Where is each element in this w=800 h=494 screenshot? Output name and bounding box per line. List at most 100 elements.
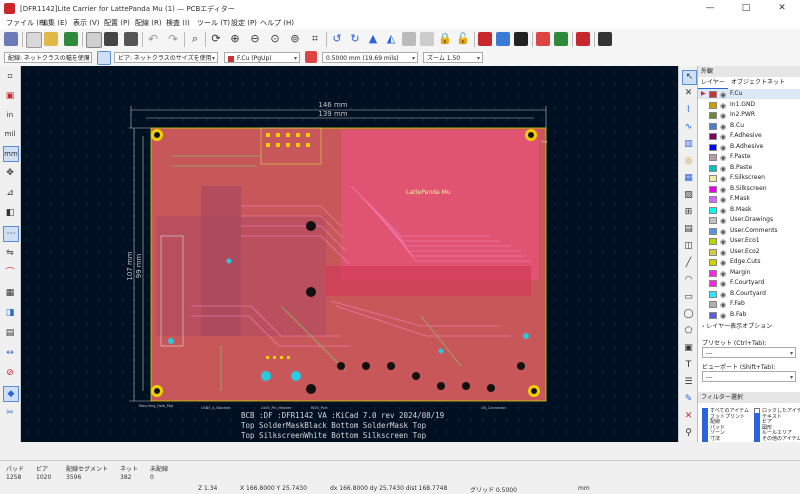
eye-icon[interactable]: ◉ (720, 112, 727, 120)
grid-toggle-icon[interactable]: ⌗ (7, 72, 13, 82)
eye-icon[interactable]: ◉ (720, 91, 727, 99)
rotate-ccw-icon[interactable]: ↺ (332, 32, 342, 45)
mirror-icon[interactable]: ◭ (386, 32, 396, 45)
layer-row[interactable]: ◉B.Silkscreen (698, 184, 800, 194)
ungroup-icon[interactable] (420, 32, 434, 46)
add-table-icon[interactable]: ☰ (684, 377, 693, 387)
scripting-console-icon[interactable] (598, 32, 612, 46)
footprint-editor-icon[interactable] (496, 32, 510, 46)
layer-row[interactable]: ◉User.Comments (698, 226, 800, 236)
checkbox[interactable] (754, 424, 760, 431)
filter-checkbox-row[interactable]: 配線 (702, 418, 720, 425)
layer-row[interactable]: ◉User.Eco2 (698, 247, 800, 257)
menu-place[interactable]: 配置 (P) (104, 19, 130, 27)
layer-row[interactable]: ▶◉F.Cu (698, 89, 800, 100)
new-board-icon[interactable] (26, 32, 42, 48)
lock-icon[interactable]: 🔒 (438, 32, 452, 45)
filter-checkbox-row[interactable]: テキスト (754, 413, 782, 420)
checkbox[interactable] (702, 424, 708, 431)
layer-color-swatch[interactable] (709, 206, 717, 214)
draw-arc-icon[interactable]: ◠ (684, 275, 693, 285)
plot-icon[interactable] (124, 32, 138, 46)
draw-circle-icon[interactable]: ◯ (683, 309, 694, 319)
eye-icon[interactable]: ◉ (720, 185, 727, 194)
eye-icon[interactable]: ◉ (720, 280, 727, 288)
eye-icon[interactable]: ◉ (720, 154, 727, 162)
eye-icon[interactable]: ◉ (720, 248, 727, 257)
footprint-browser-icon[interactable] (514, 32, 528, 46)
print-icon[interactable] (104, 32, 118, 46)
add-via-icon[interactable]: ◎ (684, 156, 693, 166)
refresh-icon[interactable]: ⟳ (211, 32, 221, 45)
appearance-panel-icon[interactable]: ↔ (6, 348, 14, 358)
filter-checkbox-row[interactable]: 寸法 (702, 435, 720, 442)
layer-row[interactable]: ◉F.Silkscreen (698, 173, 800, 183)
via-size-select[interactable]: ビア: ネットクラスのサイズを使用▾ (114, 52, 218, 63)
select-icon[interactable]: ↖ (682, 70, 697, 85)
save-icon[interactable] (64, 32, 78, 46)
filter-checkbox-row[interactable]: ビア (754, 418, 772, 425)
schematic-editor-icon[interactable] (576, 32, 590, 46)
minimize-button[interactable]: — (705, 3, 715, 13)
menu-inspect[interactable]: 検査 (I) (166, 19, 190, 27)
layer-color-swatch[interactable] (709, 227, 717, 235)
filter-checkbox-row[interactable]: パッド (702, 424, 725, 431)
undo-icon[interactable]: ↶ (147, 32, 159, 46)
add-graphic-icon[interactable]: ▤ (684, 224, 693, 234)
layer-row[interactable]: ◉User.Eco1 (698, 236, 800, 246)
checkbox[interactable] (754, 429, 760, 436)
auto-track-width-icon[interactable] (97, 51, 111, 65)
filter-checkbox-row[interactable]: フットプリント (702, 413, 745, 420)
layer-color-swatch[interactable] (709, 91, 717, 98)
net-highlight-icon[interactable]: ⇋ (6, 248, 14, 258)
checkbox[interactable] (754, 418, 760, 425)
track-outline-icon[interactable]: ⌒ (5, 268, 15, 278)
checkbox[interactable] (702, 413, 708, 420)
drc-marker-icon[interactable]: ▣ (5, 91, 15, 101)
eye-icon[interactable]: ◉ (720, 164, 727, 173)
cursor-crosshair-icon[interactable]: ✥ (6, 168, 14, 178)
layer-pair-icon[interactable] (305, 51, 317, 63)
draw-polygon-icon[interactable]: ⬠ (684, 326, 693, 336)
unlock-icon[interactable]: 🔓 (456, 32, 470, 45)
eye-icon[interactable]: ◉ (720, 217, 727, 225)
tab-objects[interactable]: オブジェクト (731, 79, 768, 86)
eye-icon[interactable]: ◉ (720, 301, 727, 309)
flip-icon[interactable]: ▲ (368, 32, 378, 45)
layer-color-swatch[interactable] (709, 196, 717, 203)
menu-settings[interactable]: 設定 (P) (231, 19, 257, 27)
route-diff-pair-icon[interactable]: ∿ (684, 122, 693, 132)
layer-color-swatch[interactable] (709, 301, 717, 308)
layer-mode-icon[interactable]: ◆ (3, 386, 19, 402)
eye-icon[interactable]: ◉ (720, 227, 727, 236)
layer-color-swatch[interactable] (709, 217, 717, 224)
draw-rectangle-icon[interactable]: ▭ (684, 292, 693, 302)
page-settings-icon[interactable] (86, 32, 102, 48)
menu-tools[interactable]: ツール (T) (197, 19, 230, 27)
layer-color-swatch[interactable] (709, 280, 717, 287)
layer-color-swatch[interactable] (709, 311, 717, 319)
layer-color-swatch[interactable] (709, 238, 717, 245)
checkbox[interactable] (702, 407, 708, 414)
layer-row[interactable]: ◉Edge.Cuts (698, 257, 800, 267)
units-inch-icon[interactable]: in (6, 111, 14, 119)
eye-icon[interactable]: ◉ (720, 311, 727, 320)
checkbox[interactable] (754, 413, 760, 420)
track-width-select[interactable]: 配線: ネットクラスの幅を使用▾ (4, 52, 92, 63)
maximize-button[interactable]: □ (741, 3, 751, 13)
layer-color-swatch[interactable] (709, 259, 717, 266)
local-ratsnest-icon[interactable]: ✕ (684, 88, 693, 98)
layer-row[interactable]: ◉In1.GND (698, 100, 800, 110)
layer-row[interactable]: ◉B.Mask (698, 205, 800, 215)
eye-icon[interactable]: ◉ (720, 196, 727, 204)
open-folder-icon[interactable] (44, 32, 58, 46)
filter-checkbox-row[interactable]: すべてのアイテム (702, 407, 749, 414)
layer-row[interactable]: ◉F.Fab (698, 299, 800, 309)
menu-route[interactable]: 配線 (R) (135, 19, 162, 27)
layer-color-swatch[interactable] (709, 175, 717, 182)
zoom-objects-icon[interactable]: ⊚ (290, 32, 300, 45)
eye-icon[interactable]: ◉ (720, 122, 727, 131)
checkbox[interactable] (702, 429, 708, 436)
layer-row[interactable]: ◉B.Fab (698, 310, 800, 320)
eye-icon[interactable]: ◉ (720, 238, 727, 246)
